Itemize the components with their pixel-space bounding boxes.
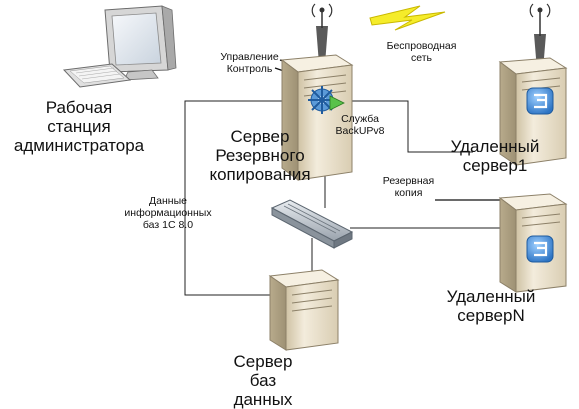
play-arrow-icon xyxy=(329,95,345,111)
backup-service-label: Служба BackUPv8 xyxy=(335,113,385,138)
backup-to-remote1-line xyxy=(336,100,473,153)
lightning-icon xyxy=(369,5,446,31)
server-icon xyxy=(498,193,568,293)
remote-server-1-label: Удаленный сервер1 xyxy=(450,137,540,176)
management-label: Управление Контроль xyxy=(220,51,279,76)
db-server xyxy=(268,269,340,351)
connection-lines xyxy=(184,100,515,296)
gear-icon xyxy=(308,86,336,114)
workstation xyxy=(62,5,177,88)
backup-server-label: Сервер Резервного копирования xyxy=(209,127,311,185)
reserve-copy-label: Резервная копия xyxy=(382,175,435,200)
wireless-label: Беспроводная сеть xyxy=(386,40,457,65)
backup-to-db-line xyxy=(184,100,300,296)
network-switch-icon xyxy=(270,199,354,249)
remote-server-n xyxy=(498,193,568,293)
server-icon xyxy=(280,54,354,181)
db-data-label: Данные информационных баз 1С 8.0 xyxy=(124,195,212,232)
antenna-icon xyxy=(311,3,333,64)
server-icon xyxy=(268,269,340,351)
workstation-label: Рабочая станция администратора xyxy=(13,98,145,156)
keyboard-icon xyxy=(62,63,132,88)
db-server-label: Сервер баз данных xyxy=(233,352,293,409)
server-icon xyxy=(498,57,568,166)
monitor-icon xyxy=(104,5,177,81)
remote-server-1 xyxy=(498,3,568,166)
remote-server-n-label: Удаленный серверN xyxy=(446,287,536,326)
backup-server xyxy=(280,3,354,181)
